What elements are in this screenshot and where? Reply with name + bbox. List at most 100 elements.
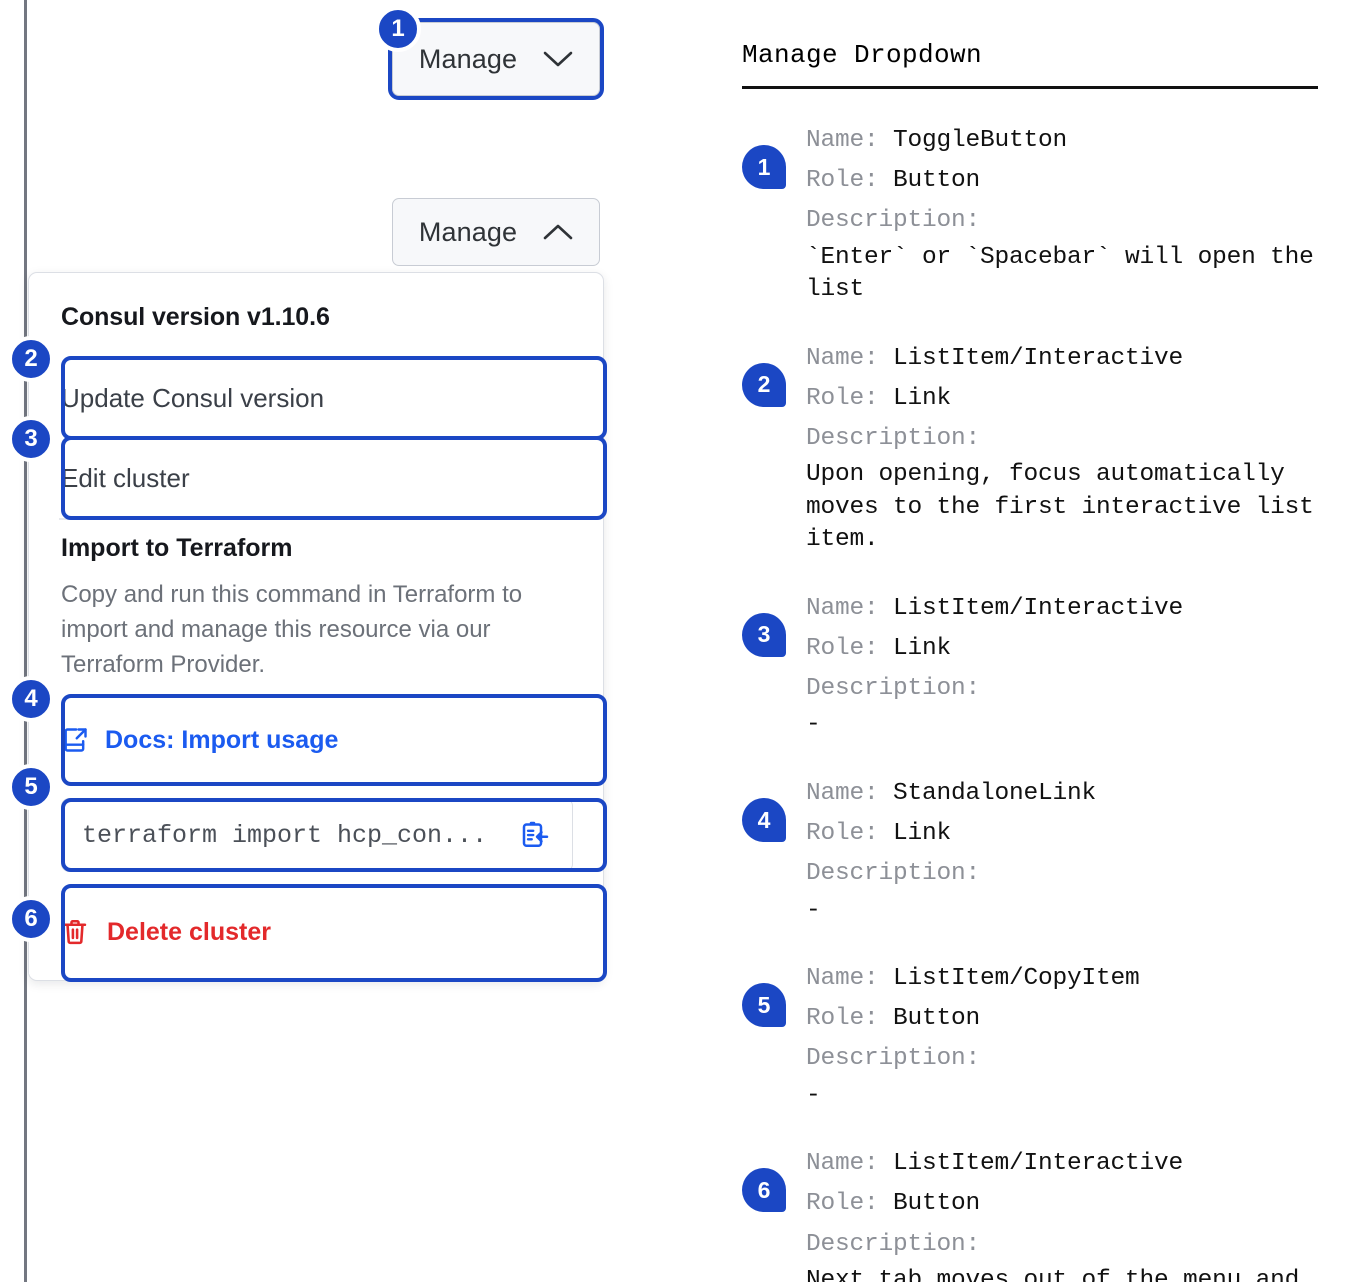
docs-link-label: Docs: Import usage (105, 725, 339, 754)
legend-title-rule (742, 86, 1318, 89)
menu-item-docs-import-usage[interactable]: Docs: Import usage (29, 694, 607, 787)
menu-item-delete-cluster[interactable]: Delete cluster (29, 884, 607, 983)
legend-role-label: Role: (806, 820, 894, 848)
trash-icon (61, 918, 89, 946)
annotation-badge-2-left: 2 (8, 336, 54, 382)
legend-description-label: Description: (806, 1045, 981, 1073)
legend-name-value: ListItem/CopyItem (893, 965, 1140, 993)
terraform-command-field[interactable]: terraform import hcp_con... (61, 798, 573, 873)
legend-name-value: ToggleButton (893, 127, 1068, 154)
copy-clipboard-icon[interactable] (520, 820, 550, 850)
legend-name-label: Name: (806, 594, 894, 622)
menu-item-edit-label: Edit cluster (61, 462, 190, 493)
legend-name: Name: ToggleButton (806, 121, 1318, 161)
annotation-badge-6-left: 6 (8, 896, 54, 942)
legend-role-value: Button (893, 167, 981, 195)
legend-description-label: Description: (806, 860, 981, 888)
legend-role: Role: Button (806, 1184, 1318, 1224)
legend-name: Name: ListItem/Interactive (806, 589, 1318, 629)
legend-name-label: Name: (806, 1150, 894, 1178)
annotation-badge-3-left: 3 (8, 416, 54, 462)
terraform-command-text: terraform import hcp_con... (82, 820, 488, 850)
copy-command-row[interactable]: terraform import hcp_con... (29, 798, 607, 873)
legend-description-label: Description: (806, 675, 981, 703)
legend-description-label: Description: (806, 1230, 981, 1258)
legend-role-label: Role: (806, 635, 894, 663)
menu-heading-consul-version: Consul version v1.10.6 (61, 303, 330, 331)
legend-name: Name: StandaloneLink (806, 774, 1318, 814)
legend-name: Name: ListItem/Interactive (806, 339, 1318, 379)
annotation-badge-6-legend: 6 (742, 1168, 786, 1213)
legend-title: Manage Dropdown (742, 40, 983, 70)
annotation-badge-4-left: 4 (8, 676, 54, 722)
manage-toggle-open-label: Manage (418, 216, 518, 247)
terraform-section-description: Copy and run this command in Terraform t… (61, 581, 523, 679)
left-page-edge (24, 0, 27, 1282)
import-to-terraform-section: Import to Terraform Copy and run this co… (29, 520, 603, 682)
legend-description-value: - (806, 896, 821, 924)
terraform-section-title: Import to Terraform (61, 534, 293, 562)
manage-toggle-label: Manage (418, 43, 518, 74)
legend-name-label: Name: (806, 344, 894, 372)
manage-toggle-button-closed[interactable]: Manage (388, 18, 604, 100)
legend-name: Name: ListItem/CopyItem (806, 959, 1318, 999)
legend-name-label: Name: (806, 965, 894, 993)
legend-description-value: - (806, 1081, 821, 1109)
legend-description-value: Upon opening, focus automatically moves … (806, 461, 1314, 554)
legend-role-value: Button (893, 1005, 981, 1033)
menu-item-update-consul-version[interactable]: Update Consul version (29, 356, 607, 440)
legend-role-label: Role: (806, 167, 894, 195)
manage-toggle-button-open[interactable]: Manage (392, 198, 600, 266)
delete-cluster-label: Delete cluster (107, 917, 271, 946)
manage-dropdown-menu: Consul version v1.10.6 Update Consul ver… (28, 272, 607, 983)
legend-description-value: Next tab moves out of the menu and to th… (806, 1266, 1300, 1282)
annotation-badge-5-left: 5 (8, 764, 54, 810)
annotation-badge-3-legend: 3 (742, 612, 786, 657)
legend-role-label: Role: (806, 1005, 894, 1033)
legend-role-value: Link (893, 384, 952, 412)
chevron-up-icon (543, 223, 573, 241)
legend-description-label: Description: (806, 425, 981, 453)
legend-role-value: Link (893, 820, 952, 848)
annotation-badge-1-legend: 1 (742, 145, 786, 189)
menu-item-edit-cluster[interactable]: Edit cluster (29, 436, 607, 520)
legend-role: Role: Link (806, 629, 1318, 669)
legend-description-value: `Enter` or `Spacebar` will open the list (806, 243, 1314, 304)
legend-role: Role: Link (806, 379, 1318, 419)
legend-role-value: Button (893, 1190, 981, 1218)
legend-role: Role: Link (806, 814, 1318, 854)
legend-name-value: StandaloneLink (893, 780, 1097, 808)
chevron-down-icon (543, 50, 573, 68)
legend-name-label: Name: (806, 127, 894, 154)
annotation-badge-1-left: 1 (375, 6, 421, 52)
legend-description-value: - (806, 711, 821, 739)
legend-role: Role: Button (806, 161, 1318, 201)
legend-name-label: Name: (806, 780, 894, 808)
menu-item-update-label: Update Consul version (61, 382, 325, 413)
legend-name-value: ListItem/Interactive (893, 1150, 1184, 1178)
docs-external-link-icon (61, 726, 89, 754)
legend-role: Role: Button (806, 999, 1318, 1039)
legend-role-label: Role: (806, 384, 894, 412)
legend-role-label: Role: (806, 1190, 894, 1218)
legend-name: Name: ListItem/Interactive (806, 1144, 1318, 1184)
annotation-badge-4-legend: 4 (742, 798, 786, 843)
annotation-badge-2-legend: 2 (742, 362, 786, 407)
legend-role-value: Link (893, 635, 952, 663)
annotation-badge-5-legend: 5 (742, 983, 786, 1028)
